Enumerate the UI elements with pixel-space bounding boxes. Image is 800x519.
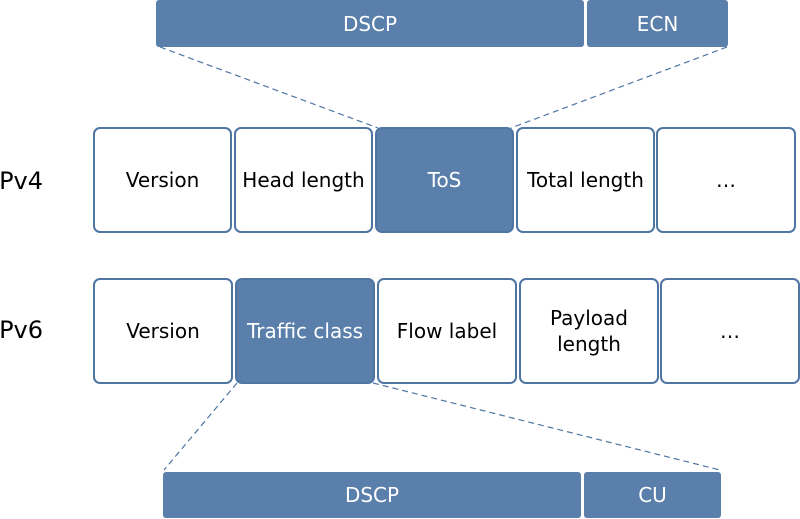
- ipv4-connector-right: [510, 46, 728, 129]
- ipv6-cu-segment: CU: [584, 472, 721, 518]
- ipv4-field-head-length: Head length: [234, 127, 373, 233]
- ipv6-dscp-segment: DSCP: [163, 472, 581, 518]
- ipv4-connector-left: [159, 46, 379, 129]
- ipv6-connector-right: [372, 382, 721, 471]
- ipv4-field-more: …: [656, 127, 796, 233]
- ipv4-field-version: Version: [93, 127, 232, 233]
- ipv4-field-tos: ToS: [375, 127, 514, 233]
- ipv6-field-version: Version: [93, 278, 233, 384]
- ipv4-dscp-segment: DSCP: [156, 0, 584, 47]
- ipv4-field-total-length: Total length: [516, 127, 655, 233]
- ipv4-ecn-segment: ECN: [587, 0, 728, 47]
- ipv6-field-payload-length: Payload length: [519, 278, 659, 384]
- ipv6-connector-left: [163, 382, 238, 471]
- ipv6-field-flow-label: Flow label: [377, 278, 517, 384]
- ipv6-field-more: …: [660, 278, 800, 384]
- ipv6-row-label: IPv6: [0, 316, 44, 344]
- ipv6-field-traffic-class: Traffic class: [235, 278, 375, 384]
- ipv4-row-label: IPv4: [0, 167, 44, 195]
